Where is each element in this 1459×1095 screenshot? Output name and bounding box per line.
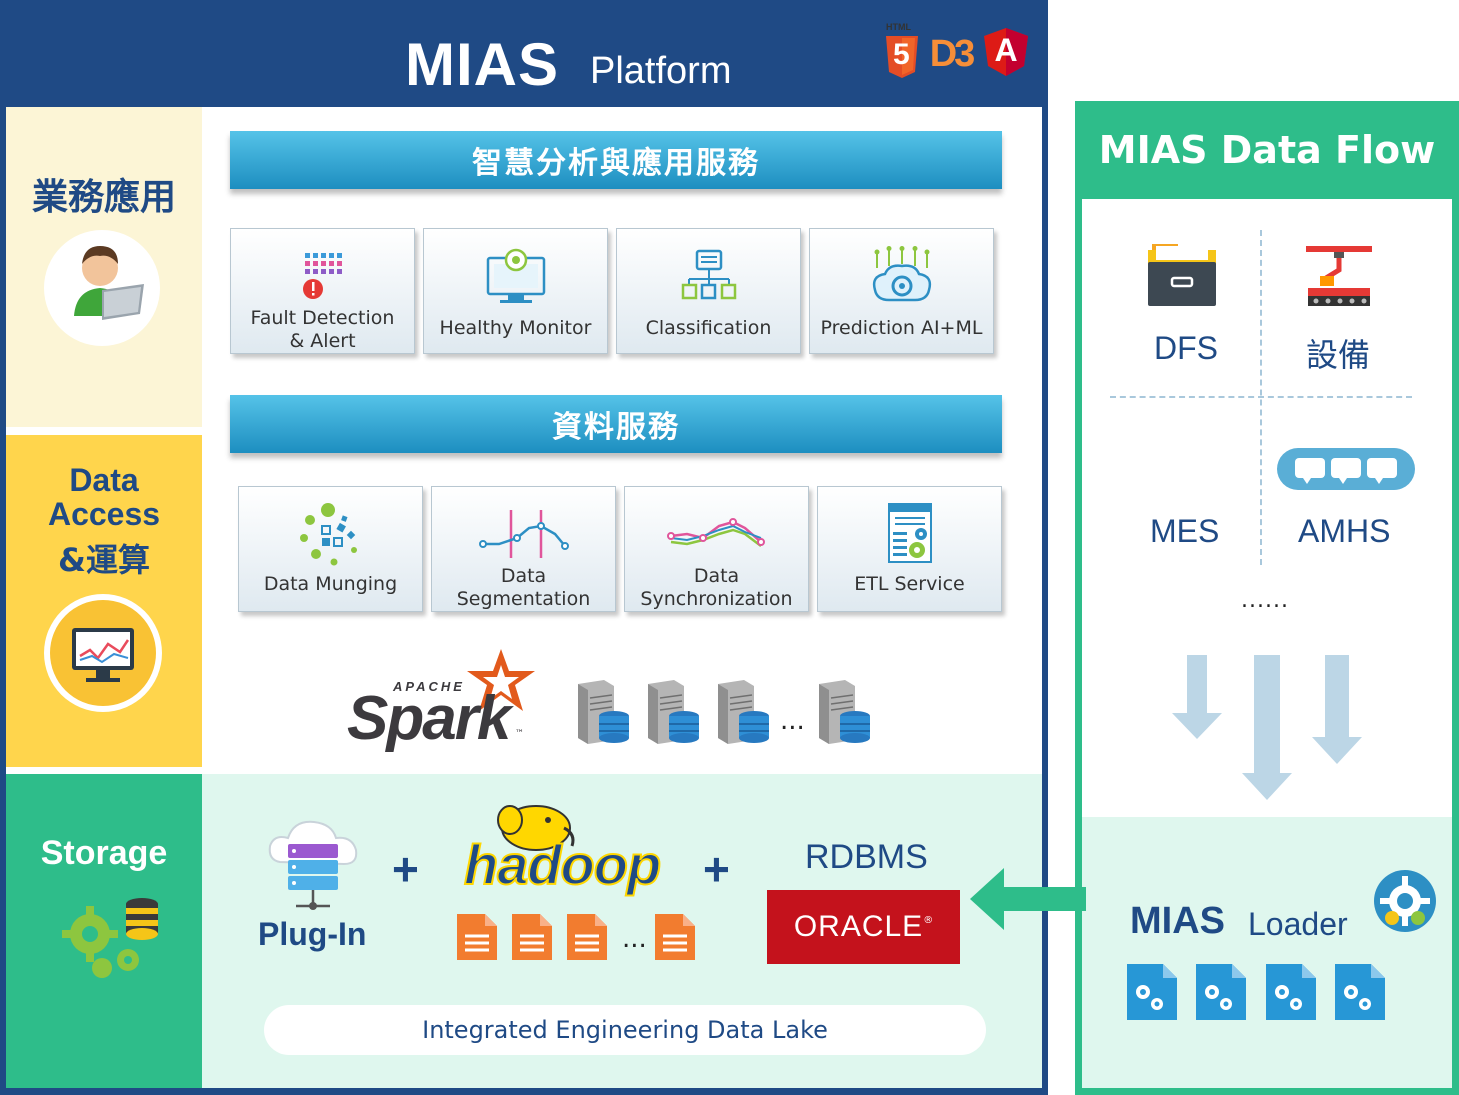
html5-logo-digit: 5 bbox=[893, 38, 910, 71]
card-label: Prediction AI+ML bbox=[820, 317, 983, 339]
robot-arm-icon bbox=[1304, 242, 1374, 308]
plus-sign: + bbox=[392, 843, 419, 895]
etl-service-card[interactable]: ETL Service bbox=[817, 486, 1002, 612]
card-label: Segmentation bbox=[456, 588, 591, 610]
healthy-monitor-card[interactable]: Healthy Monitor bbox=[423, 228, 608, 354]
card-label: Classification bbox=[645, 317, 772, 339]
hadoop-logo: hadoop bbox=[462, 798, 682, 898]
config-file-icon bbox=[1264, 962, 1318, 1022]
load-arrow-icon bbox=[968, 866, 1086, 932]
row-separator bbox=[6, 427, 202, 435]
monitor-icon bbox=[486, 245, 546, 307]
analytics-banner: 智慧分析與應用服務 bbox=[230, 131, 1002, 189]
oracle-logo-text: ORACLE bbox=[793, 910, 924, 943]
card-label: Synchronization bbox=[640, 588, 793, 610]
data-munging-card[interactable]: Data Munging bbox=[238, 486, 423, 612]
hadoop-logo-text: hadoop bbox=[463, 832, 662, 897]
files-ellipsis: ... bbox=[622, 924, 647, 954]
file-icon bbox=[510, 912, 554, 962]
html5-logo-top-text: HTML bbox=[886, 22, 911, 32]
database-server-icon bbox=[574, 678, 630, 744]
angular-logo: A bbox=[982, 26, 1030, 78]
ai-brain-icon bbox=[869, 245, 935, 307]
fault-detection-icon bbox=[301, 245, 345, 307]
database-server-icon bbox=[714, 678, 770, 744]
data-segmentation-card[interactable]: Data Segmentation bbox=[431, 486, 616, 612]
platform-title-main: MIAS bbox=[405, 31, 559, 98]
data-flow-loader-area bbox=[1082, 817, 1452, 1088]
card-label: Fault Detection bbox=[250, 307, 395, 329]
loader-gear-icon bbox=[1372, 868, 1438, 934]
card-label: Data bbox=[693, 565, 740, 587]
dashed-divider bbox=[1110, 396, 1412, 398]
card-label: ETL Service bbox=[854, 573, 965, 595]
oracle-reg-mark: ® bbox=[923, 914, 934, 926]
data-flow-title: MIAS Data Flow bbox=[1098, 128, 1436, 172]
prediction-card[interactable]: Prediction AI+ML bbox=[809, 228, 994, 354]
data-munging-icon bbox=[296, 503, 366, 566]
platform-title-sub: Platform bbox=[590, 50, 732, 92]
card-label: Data Munging bbox=[263, 573, 398, 595]
oracle-logo: ORACLE ® bbox=[767, 890, 960, 964]
classification-card[interactable]: Classification bbox=[616, 228, 801, 354]
html5-logo: HTML 5 bbox=[884, 22, 920, 80]
file-icon bbox=[653, 912, 697, 962]
storage-row-label: Storage bbox=[40, 834, 168, 872]
segmentation-icon bbox=[478, 503, 569, 565]
analytics-screen-icon bbox=[44, 594, 162, 712]
file-cabinet-icon bbox=[1146, 242, 1218, 308]
database-server-icon bbox=[644, 678, 700, 744]
access-row-label-2: Access bbox=[47, 496, 161, 532]
card-label: Data bbox=[500, 565, 547, 587]
plugin-label: Plug-In bbox=[258, 916, 367, 952]
flow-source-dfs: DFS bbox=[1154, 330, 1218, 366]
more-sources-ellipsis: ...... bbox=[1241, 588, 1289, 613]
fault-detection-card[interactable]: Fault Detection & Alert bbox=[230, 228, 415, 354]
loader-title-sub: Loader bbox=[1248, 906, 1348, 942]
access-row-label-3: &運算 bbox=[58, 541, 150, 579]
file-icon bbox=[565, 912, 609, 962]
config-file-icon bbox=[1333, 962, 1387, 1022]
flow-source-equipment: 設備 bbox=[1306, 336, 1371, 374]
spark-logo: APACHE Spark ™ bbox=[345, 645, 545, 753]
down-arrow-icon bbox=[1240, 655, 1294, 801]
classification-icon bbox=[681, 245, 737, 307]
database-server-icon bbox=[815, 678, 871, 744]
d3-logo: D3 bbox=[929, 32, 976, 75]
file-icon bbox=[455, 912, 499, 962]
plus-sign: + bbox=[703, 843, 730, 895]
chat-bubbles-icon bbox=[1277, 448, 1415, 490]
flow-source-amhs: AMHS bbox=[1298, 513, 1391, 549]
card-label: Healthy Monitor bbox=[439, 317, 592, 339]
servers-ellipsis: ... bbox=[780, 706, 805, 736]
down-arrow-icon bbox=[1170, 655, 1224, 740]
rdbms-label: RDBMS bbox=[805, 838, 928, 876]
cloud-server-icon bbox=[266, 818, 362, 914]
etl-icon bbox=[885, 503, 935, 565]
down-arrow-icon bbox=[1310, 655, 1364, 765]
angular-logo-letter: A bbox=[994, 31, 1018, 68]
spark-tm: ™ bbox=[515, 729, 524, 739]
config-file-icon bbox=[1125, 962, 1179, 1022]
card-label: & Alert bbox=[289, 330, 356, 352]
business-row-label: 業務應用 bbox=[31, 177, 176, 218]
config-file-icon bbox=[1194, 962, 1248, 1022]
data-services-banner: 資料服務 bbox=[230, 395, 1002, 453]
data-synchronization-card[interactable]: Data Synchronization bbox=[624, 486, 809, 612]
user-laptop-icon bbox=[44, 230, 160, 346]
flow-source-mes: MES bbox=[1150, 513, 1220, 549]
data-lake-label: Integrated Engineering Data Lake bbox=[264, 1005, 986, 1055]
synchronization-icon bbox=[666, 503, 767, 565]
spark-apache-text: APACHE bbox=[393, 679, 465, 694]
loader-title-main: MIAS bbox=[1130, 900, 1225, 942]
spark-logo-text: Spark bbox=[347, 684, 511, 753]
gears-database-icon bbox=[56, 894, 166, 984]
access-row-label-1: Data bbox=[69, 462, 139, 498]
